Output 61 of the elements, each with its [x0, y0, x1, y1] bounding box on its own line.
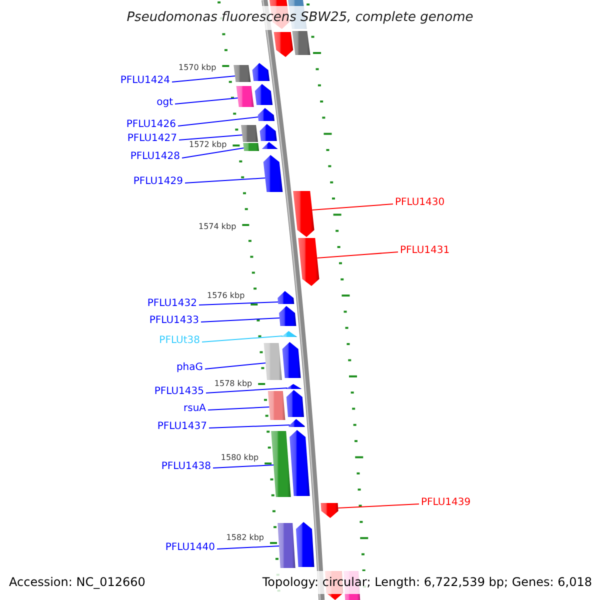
gene-marker [279, 306, 296, 326]
gene-marker [298, 238, 320, 286]
gene-marker [281, 331, 298, 337]
gene-feature [271, 430, 310, 497]
gene-label: PFLU1440 [165, 542, 215, 554]
gene-label: PFLU1438 [161, 461, 211, 473]
gene-label: PFLU1435 [154, 386, 204, 398]
gene-marker [263, 155, 283, 192]
gene-label: ogt [156, 97, 173, 109]
gene-marker [278, 291, 294, 304]
gene-feature [234, 63, 270, 82]
position-label: 1572 kbp [189, 140, 227, 148]
leader-line [338, 504, 420, 508]
gene-feature [264, 342, 301, 380]
leader-line [178, 134, 243, 140]
gene-label: PFLU1428 [130, 151, 180, 163]
gene-marker [320, 503, 338, 518]
leader-line [212, 464, 274, 468]
position-label: 1570 kbp [178, 62, 216, 72]
gene-label: PFLUt38 [159, 335, 200, 347]
gene-feature [268, 390, 304, 420]
leader-line [174, 98, 238, 104]
gene-feature [274, 31, 310, 57]
leader-line [208, 424, 290, 428]
gene-label: PFLU1429 [133, 176, 183, 188]
gene-label: PFLU1431 [400, 245, 450, 257]
leader-line [202, 336, 283, 342]
leader-line [178, 116, 259, 126]
gene-feature [236, 84, 273, 107]
gene-label: phaG [176, 362, 203, 374]
gene-feature [278, 522, 314, 568]
gene-label: PFLU1433 [149, 315, 199, 327]
gene-label: PFLU1432 [147, 298, 197, 310]
leader-line [182, 148, 244, 158]
leader-line [184, 178, 266, 184]
gene-label: PFLU1430 [395, 197, 445, 209]
gene-label: rsuA [184, 403, 206, 415]
position-label: 1580 kbp [220, 452, 259, 462]
gene-label: PFLU1424 [120, 75, 170, 87]
gene-marker [293, 191, 314, 237]
gene-feature [243, 142, 278, 151]
gene-label: PFLU1427 [127, 133, 177, 145]
leader-line [200, 318, 280, 322]
leader-line [208, 406, 270, 410]
gene-feature [241, 124, 277, 142]
position-label: 1574 kbp [198, 222, 236, 230]
position-label: 1582 kbp [226, 532, 264, 542]
leader-line [312, 204, 394, 210]
leader-line [172, 76, 236, 82]
leader-line [206, 388, 288, 394]
gene-label: PFLU1437 [157, 421, 207, 433]
gene-label: PFLU1426 [126, 119, 176, 131]
leader-line [316, 252, 398, 258]
gene-marker [288, 419, 305, 427]
leader-line [198, 302, 278, 306]
position-label: 1578 kbp [214, 378, 252, 388]
position-label: 1576 kbp [207, 290, 245, 300]
leader-line [216, 546, 280, 550]
gene-marker [258, 108, 275, 121]
gene-label: PFLU1439 [421, 497, 471, 509]
leader-line [204, 362, 266, 370]
